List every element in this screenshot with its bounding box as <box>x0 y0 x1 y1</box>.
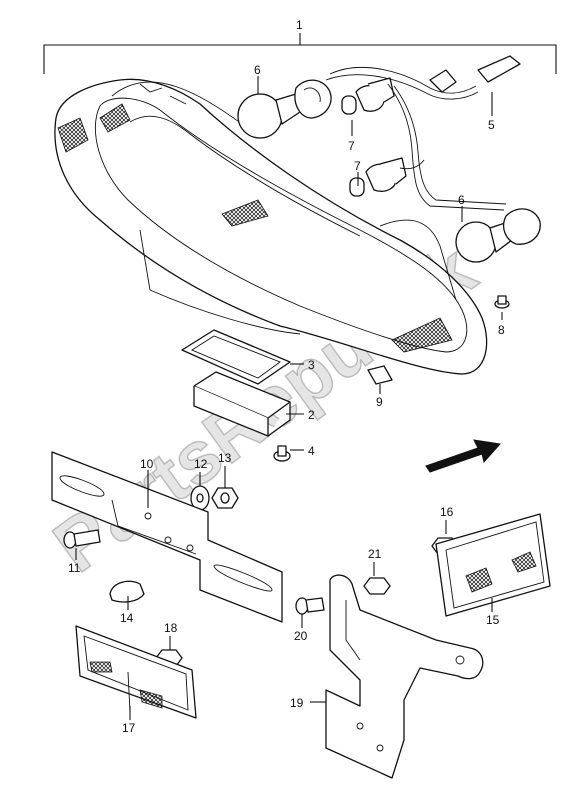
reflector-right <box>435 513 551 617</box>
callouts: 1 2 3 4 5 6 6 7 7 8 9 10 11 12 13 14 15 … <box>68 18 505 735</box>
callout-13: 13 <box>218 451 232 465</box>
gasket <box>181 329 291 385</box>
callout-15: 15 <box>486 613 500 627</box>
callout-21: 21 <box>368 547 382 561</box>
bolt-11 <box>63 529 101 549</box>
screw-4 <box>273 445 291 462</box>
bulb-large-lower <box>455 208 541 263</box>
screw-8 <box>494 295 510 309</box>
bulb-small-lower <box>349 157 407 197</box>
callout-1: 1 <box>296 18 303 32</box>
wiring-harness <box>325 55 521 211</box>
callout-16: 16 <box>440 505 454 519</box>
bulb-small-upper <box>341 77 395 115</box>
callout-5: 5 <box>488 118 495 132</box>
callout-3: 3 <box>308 358 315 372</box>
callout-19: 19 <box>290 696 304 710</box>
reflector-bracket <box>325 574 484 779</box>
assembly-bracket <box>43 33 557 74</box>
bulb-large-upper <box>237 79 332 139</box>
nut-21 <box>363 577 391 595</box>
clip-9 <box>367 365 393 385</box>
bulb-14 <box>109 580 145 603</box>
leader-lines <box>75 76 503 720</box>
license-light-cover <box>193 371 291 437</box>
callout-6-upper: 6 <box>254 63 261 77</box>
callout-9: 9 <box>376 395 383 409</box>
front-arrow-icon <box>425 439 501 473</box>
nut-13 <box>211 487 239 509</box>
reflector-left <box>75 625 197 719</box>
callout-17: 17 <box>122 721 136 735</box>
callout-20: 20 <box>294 629 308 643</box>
callout-8: 8 <box>498 323 505 337</box>
callout-14: 14 <box>120 611 134 625</box>
callout-7-lower: 7 <box>354 159 361 173</box>
tail-light-housing <box>54 78 488 375</box>
callout-7-upper: 7 <box>348 139 355 153</box>
callout-18: 18 <box>164 621 178 635</box>
callout-2: 2 <box>308 408 315 422</box>
callout-4: 4 <box>308 444 315 458</box>
callout-6-lower: 6 <box>458 193 465 207</box>
callout-10: 10 <box>140 457 154 471</box>
bolt-20 <box>295 597 325 615</box>
plate-bracket <box>51 451 283 623</box>
callout-12: 12 <box>194 457 208 471</box>
callout-11: 11 <box>68 561 81 575</box>
